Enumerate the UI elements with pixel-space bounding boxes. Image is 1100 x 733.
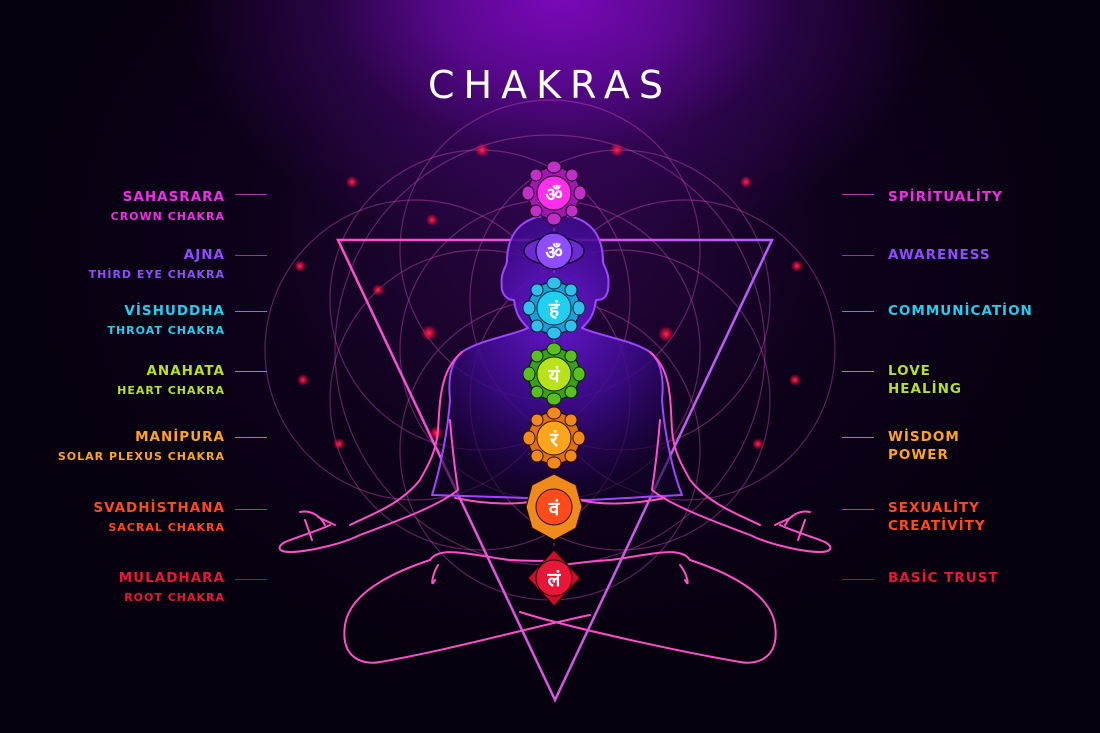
svg-text:वं: वं — [548, 498, 561, 520]
glow-dots — [294, 143, 803, 450]
meaning-text: POWER — [888, 447, 949, 463]
connector-line — [235, 194, 267, 195]
chakra-name: ANAHATA — [146, 363, 225, 379]
chakra-label-anahata: ANAHATA HEART CHAKRA — [15, 363, 225, 397]
connector-line — [842, 509, 874, 510]
connector-line — [842, 579, 874, 580]
chakra-subtitle: THROAT CHAKRA — [107, 324, 225, 337]
svg-text:रं: रं — [549, 429, 559, 451]
meaning-text: AWARENESS — [888, 247, 991, 263]
chakra-subtitle: SACRAL CHAKRA — [108, 521, 225, 534]
chakra-subtitle: THİRD EYE CHAKRA — [88, 268, 225, 281]
meaning-label-sexuality-creativity: SEXUALİTY CREATİVİTY — [888, 499, 1098, 535]
chakra-label-manipura: MANİPURA SOLAR PLEXUS CHAKRA — [15, 429, 225, 463]
meaning-label-communication: COMMUNİCATİON — [888, 302, 1098, 320]
chakra-name: VİSHUDDHA — [124, 303, 225, 319]
connector-line — [842, 194, 874, 195]
meaning-text: SEXUALİTY — [888, 500, 980, 516]
connector-line — [235, 579, 267, 580]
chakra-muladhara-emblem: लं — [527, 549, 581, 607]
svg-text:यं: यं — [547, 365, 560, 387]
chakra-anahata-emblem: यं — [522, 342, 586, 406]
connector-line — [842, 255, 874, 256]
meaning-label-awareness: AWARENESS — [888, 246, 1098, 264]
connector-line — [842, 437, 874, 438]
connector-line — [235, 509, 267, 510]
page-title: CHAKRAS — [427, 63, 672, 107]
chakra-manipura-emblem: रं — [522, 406, 586, 470]
chakra-vishuddha-emblem: हं — [522, 276, 586, 340]
chakra-sahasrara-emblem: ॐ — [521, 160, 587, 226]
meaning-text: COMMUNİCATİON — [888, 303, 1033, 319]
meaning-label-wisdom-power: WİSDOM POWER — [888, 428, 1098, 464]
chakra-label-muladhara: MULADHARA ROOT CHAKRA — [15, 570, 225, 604]
chakra-label-vishuddha: VİSHUDDHA THROAT CHAKRA — [15, 303, 225, 337]
svg-text:ॐ: ॐ — [545, 242, 562, 264]
connector-line — [842, 311, 874, 312]
connector-line — [235, 255, 267, 256]
chakra-subtitle: HEART CHAKRA — [117, 384, 225, 397]
meaning-text: CREATİVİTY — [888, 518, 986, 534]
meaning-label-spirituality: SPİRİTUALİTY — [888, 188, 1098, 206]
meaning-text: WİSDOM — [888, 429, 960, 445]
chakra-label-sahasrara: SAHASRARA CROWN CHAKRA — [15, 189, 225, 223]
chakra-name: AJNA — [183, 247, 225, 263]
chakra-ajna-emblem: ॐ — [523, 232, 585, 270]
chakra-svadhisthana-emblem: वं — [525, 473, 583, 541]
chakra-label-svadhisthana: SVADHİSTHANA SACRAL CHAKRA — [15, 500, 225, 534]
meaning-label-basic-trust: BASİC TRUST — [888, 569, 1098, 587]
meaning-text: LOVE — [888, 363, 931, 379]
connector-line — [235, 371, 267, 372]
svg-text:लं: लं — [547, 569, 562, 591]
chakra-subtitle: ROOT CHAKRA — [124, 591, 225, 604]
chakra-label-ajna: AJNA THİRD EYE CHAKRA — [15, 247, 225, 281]
chakra-name: MULADHARA — [118, 570, 225, 586]
svg-text:ॐ: ॐ — [545, 184, 562, 206]
chakra-name: MANİPURA — [135, 429, 225, 445]
svg-text:हं: हं — [548, 299, 560, 321]
meaning-text: SPİRİTUALİTY — [888, 189, 1003, 205]
connector-line — [842, 371, 874, 372]
connector-line — [235, 311, 267, 312]
chakra-name: SAHASRARA — [122, 189, 225, 205]
meaning-text: BASİC TRUST — [888, 570, 999, 586]
connector-line — [235, 437, 267, 438]
meaning-text: HEALİNG — [888, 381, 962, 397]
chakra-name: SVADHİSTHANA — [93, 500, 225, 516]
chakra-subtitle: SOLAR PLEXUS CHAKRA — [57, 450, 225, 463]
chakra-subtitle: CROWN CHAKRA — [110, 210, 225, 223]
meaning-label-love-healing: LOVE HEALİNG — [888, 362, 1098, 398]
